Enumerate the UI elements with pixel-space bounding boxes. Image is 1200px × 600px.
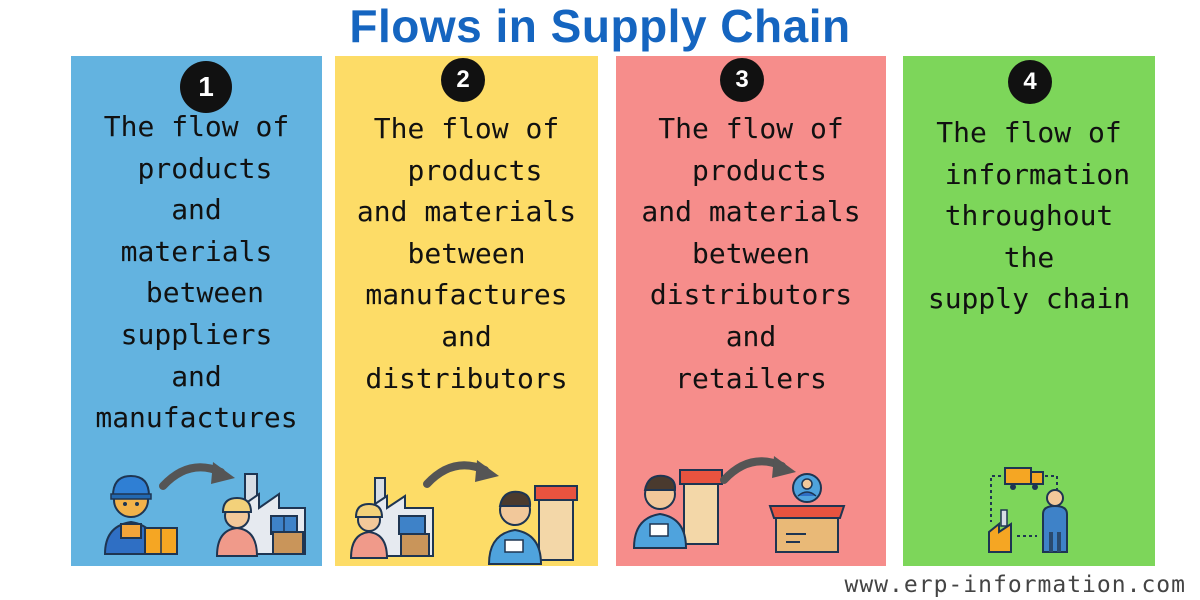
step-number-badge: 1 <box>180 61 232 113</box>
flow-card-3: 3 The flow of products and materials bet… <box>616 56 886 566</box>
description-line: products <box>675 153 827 187</box>
description-line: and <box>171 359 222 393</box>
description-line: and materials <box>641 195 861 229</box>
page-title: Flows in Supply Chain <box>349 0 851 52</box>
flow-card-1: 1 The flow of products and materials bet… <box>71 56 322 566</box>
factory-worker-icon <box>215 473 306 557</box>
flow-description: The flow of products and materials betwe… <box>616 108 886 399</box>
step-number-badge: 2 <box>441 58 485 102</box>
description-line: retailers <box>675 361 827 395</box>
description-line: between <box>129 276 264 310</box>
retail-store-icon <box>768 473 846 553</box>
description-line: between <box>691 236 810 270</box>
flow-description: The flow of information throughout the s… <box>903 112 1155 320</box>
worker-with-box-icon <box>103 474 178 555</box>
step-number-badge: 4 <box>1008 60 1052 104</box>
description-line: information <box>927 157 1131 191</box>
description-line: the <box>1003 240 1055 274</box>
description-line: materials <box>120 234 273 268</box>
shopkeeper-icon <box>632 469 723 549</box>
description-line: The flow of <box>936 116 1122 149</box>
flow-description: The flow of products and materials betwe… <box>71 106 322 439</box>
arrow-icon <box>423 460 499 488</box>
flow-description: The flow of products and materials betwe… <box>335 108 598 399</box>
factory-worker-icon <box>349 477 434 559</box>
description-line: products <box>120 151 273 185</box>
description-line: and <box>171 193 222 227</box>
description-line: distributors <box>649 278 853 312</box>
description-line: and <box>441 319 492 353</box>
description-line: products <box>390 153 543 187</box>
description-line: suppliers <box>120 317 273 351</box>
shopkeeper-icon <box>487 485 578 565</box>
description-line: between <box>407 236 526 270</box>
arrow-icon <box>720 456 796 484</box>
description-line: manufactures <box>95 401 298 435</box>
description-line: throughout <box>944 199 1114 233</box>
website-watermark: www.erp-information.com <box>844 572 1186 598</box>
arrow-icon <box>159 462 235 490</box>
description-line: The flow of <box>658 112 844 145</box>
step-number-badge: 3 <box>720 58 764 102</box>
flow-card-4: 4 The flow of information throughout the… <box>903 56 1155 566</box>
information-network-icon <box>988 467 1068 553</box>
description-line: distributors <box>365 361 568 395</box>
flow-card-2: 2 The flow of products and materials bet… <box>335 56 598 566</box>
description-line: and materials <box>356 195 577 229</box>
description-line: supply chain <box>927 282 1131 316</box>
description-line: and <box>725 319 777 353</box>
description-line: The flow of <box>373 112 560 145</box>
description-line: manufactures <box>365 278 568 312</box>
description-line: The flow of <box>103 110 290 143</box>
